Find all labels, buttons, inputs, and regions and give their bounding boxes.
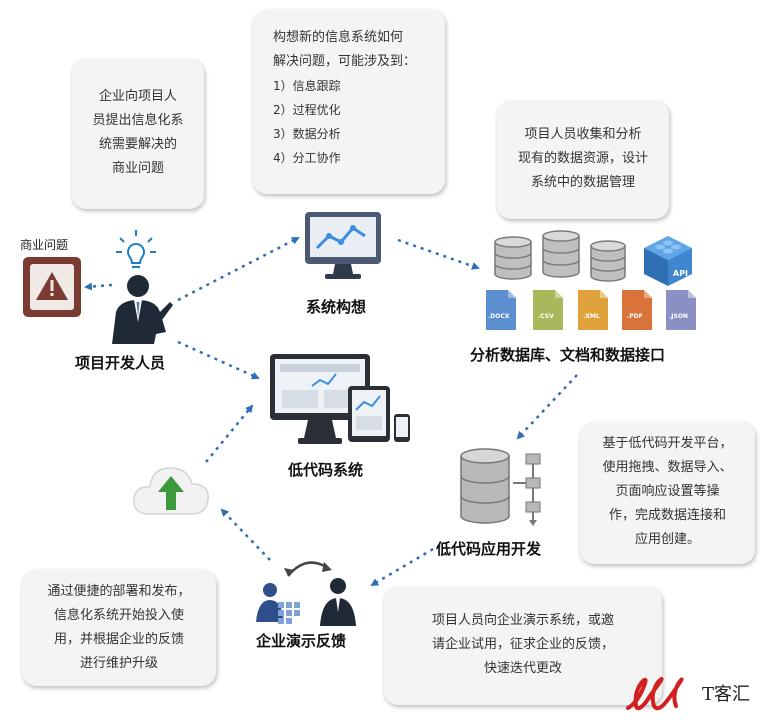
devices-icon [270,354,410,444]
bubble-list-item: 3）数据分析 [273,127,341,141]
bubble-text-line: 作，完成数据连接和 [608,508,726,523]
bubble-text-line: 企业向项目人 [98,89,177,104]
bubble-text-line: 商业问题 [111,161,164,176]
arrow-data-to-dev [516,374,578,440]
doc-label: .XML [583,313,600,320]
arrow-developer-to-design [177,236,300,302]
bubble-text-line: 使用拖拽、数据导入、 [602,460,733,475]
bubble-enterprise-demo: 项目人员向企业演示系统，或邀 请企业试用，征求企业的反馈， 快速迭代更改 [384,587,662,705]
lightbulb-icon [116,230,156,268]
arrow-developer-to-system [177,340,260,380]
arrow-cloud-to-system [205,404,254,463]
bubble-business-request: 企业向项目人 员提出信息化系 统需要解决的 商业问题 [72,59,204,209]
system-design-label: 系统构想 [306,298,367,316]
bubble-text-line: 应用创建。 [634,532,700,547]
database-icon [542,230,580,278]
bubble-text-line: 快速迭代更改 [483,661,562,676]
enterprise-feedback-label: 企业演示反馈 [256,632,347,650]
database-icon [494,236,532,280]
doc-label: .PDF [627,313,643,320]
document-icon: .PDF [622,290,652,330]
bubble-deploy: 通过便捷的部署和发布， 信息化系统开始投入使 用，并根据企业的反馈 进行维护升级 [22,570,216,686]
arrow-feedback-to-cloud [220,508,271,561]
database-flow-icon [460,448,541,526]
logo-icon [626,677,684,711]
bubble-text-line: 页面响应设置等操 [615,484,720,499]
bubble-text-line: 用，并根据企业的反馈 [53,632,184,647]
document-icon: .JSON [666,290,696,330]
document-icon: .DOCX [486,290,516,330]
bubble-text-line: 基于低代码开发平台， [602,436,733,451]
logo-text: T客汇 [702,684,751,705]
team-feedback-icon [256,561,356,626]
business-problem-label: 商业问题 [20,238,69,252]
arrow-design-to-data [397,238,480,270]
lowcode-system-label: 低代码系统 [288,461,364,479]
bubble-text-line: 进行维护升级 [79,656,158,671]
bubble-text-line: 信息化系统开始投入使 [53,608,184,623]
warning-icon [23,257,81,317]
lowcode-dev-label: 低代码应用开发 [436,540,542,558]
arrow-dev-to-feedback [370,543,441,587]
cloud-upload-icon [133,467,209,515]
bubble-text-line: 项目人员向企业演示系统，或邀 [431,613,614,628]
document-icon: .XML [578,290,608,330]
document-icon: .CSV [533,290,563,330]
bubble-system-design: 构想新的信息系统如何 解决问题，可能涉及到： 1）信息跟踪 2）过程优化 3）数… [253,10,445,194]
bubble-text-line: 通过便捷的部署和发布， [47,584,191,599]
api-label: API [673,269,688,278]
bubble-text-line: 员提出信息化系 [92,113,184,128]
bubble-text-line: 统需要解决的 [98,137,177,152]
bubble-text-line: 解决问题，可能涉及到： [273,54,417,69]
developer-label: 项目开发人员 [75,354,166,372]
database-icon [590,240,626,282]
bubble-text-line: 现有的数据资源，设计 [517,151,648,166]
doc-label: .DOCX [488,313,510,320]
bubble-lowcode-platform: 基于低代码开发平台， 使用拖拽、数据导入、 页面响应设置等操 作，完成数据连接和… [580,422,755,564]
doc-label: .JSON [669,313,688,320]
bubble-list-item: 1）信息跟踪 [273,79,341,93]
bubble-text-line: 请企业试用，征求企业的反馈， [431,637,614,652]
bubble-text-line: 构想新的信息系统如何 [273,30,404,45]
lego-api-icon: API [644,236,692,286]
monitor-chart-icon [305,212,381,279]
businessman-icon [112,275,173,344]
data-sources-label: 分析数据库、文档和数据接口 [470,346,666,364]
bubble-text-line: 系统中的数据管理 [530,175,635,190]
bubble-list-item: 2）过程优化 [273,103,341,117]
bubble-data-analysis: 项目人员收集和分析 现有的数据资源，设计 系统中的数据管理 [497,101,669,219]
doc-label: .CSV [538,313,554,320]
bubble-list-item: 4）分工协作 [273,151,341,165]
bubble-text-line: 项目人员收集和分析 [524,127,642,142]
